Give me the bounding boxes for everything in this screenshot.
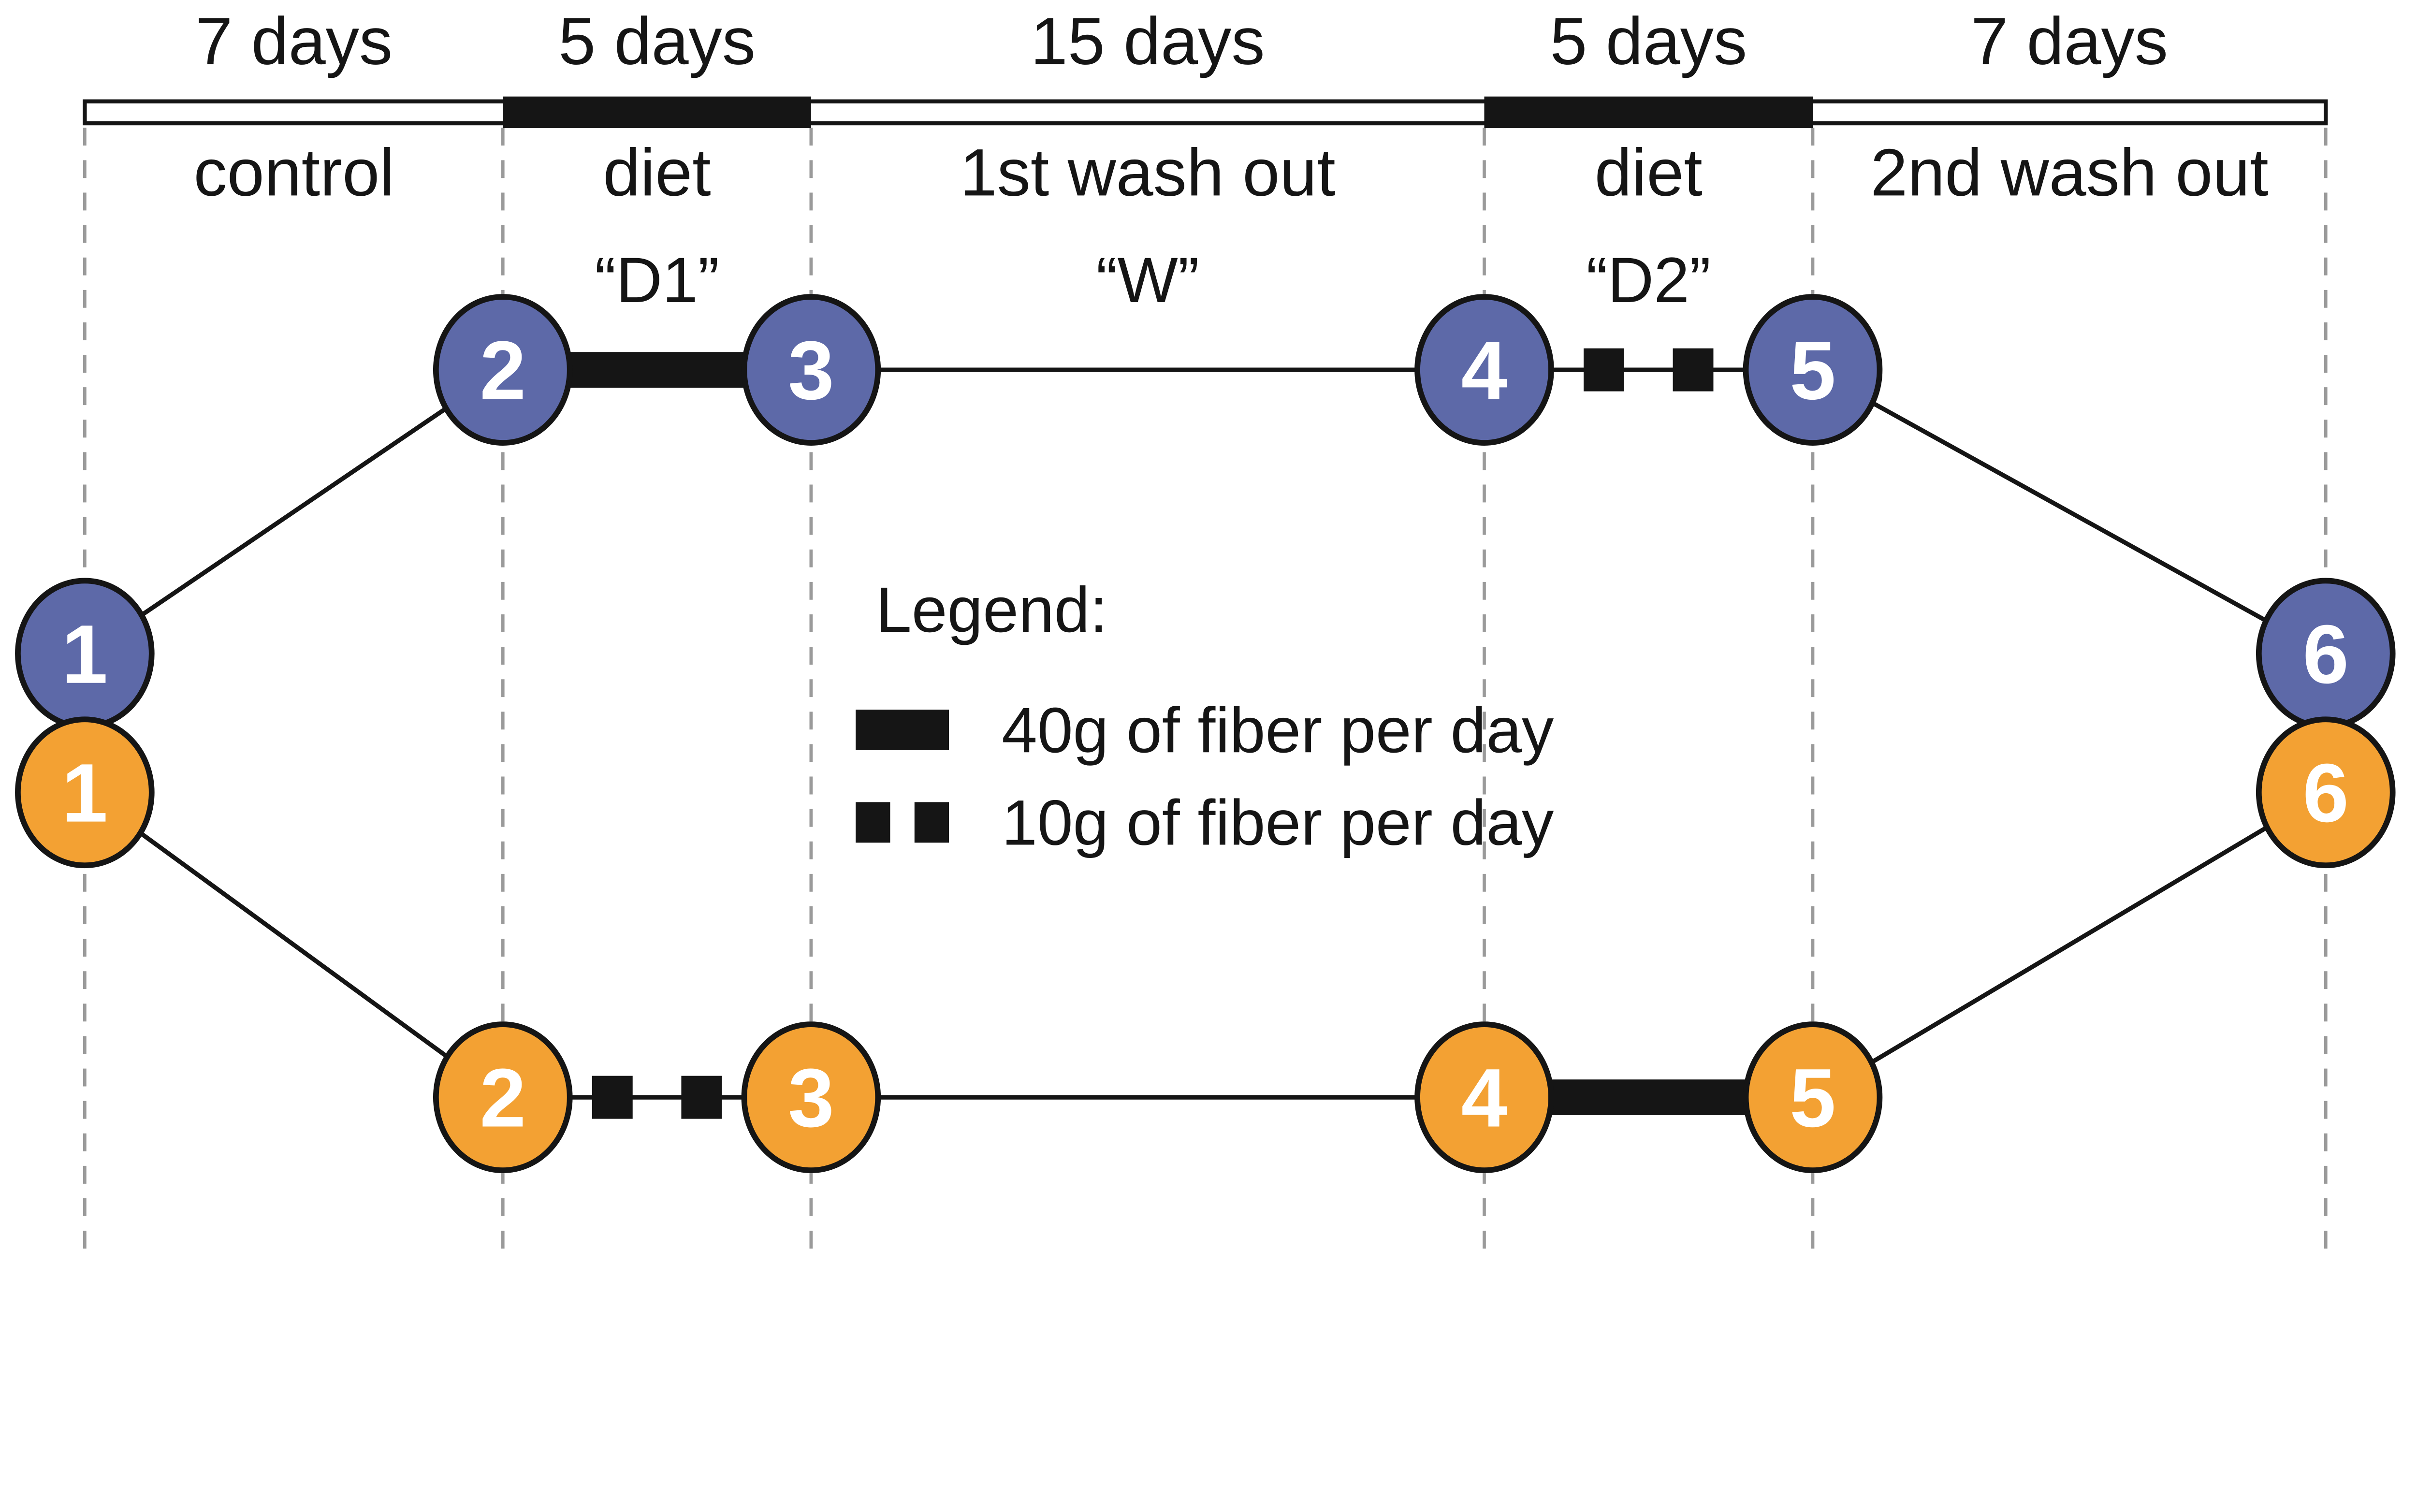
visit-number-orange-2: 2 [480,1052,526,1145]
visit-node-blue-5: 5 [1743,294,1883,446]
timeline-diet2-segment [1484,96,1813,129]
duration-label-washout1: 15 days [1031,4,1265,79]
legend-item-10g: 10g of fiber per day [856,787,1554,858]
visit-circle-orange-5 [1743,1021,1883,1174]
duration-label-control: 7 days [195,4,393,79]
visit-circle-orange-1 [15,716,155,869]
blue-arm-line-5-6 [1811,368,2327,656]
period-code-labels: “D1” “W” “D2” [595,245,1711,316]
orange-arm-line-5-6 [1811,790,2327,1100]
guide-lines [83,128,2328,1249]
visit-number-blue-4: 4 [1461,324,1508,417]
visit-circle-orange-2 [433,1021,573,1174]
orange-arm-nodes: 1 2 3 4 5 6 [15,716,2396,1174]
timeline-bar [83,96,2328,129]
blue-arm-40g-bar [569,352,744,388]
visit-node-orange-1: 1 [15,716,155,869]
timeline-bar-outline [83,99,2328,126]
visit-number-blue-3: 3 [788,324,834,417]
orange-arm-line-1-2 [83,790,504,1099]
visit-circle-orange-3 [741,1021,881,1174]
visit-node-orange-3: 3 [741,1021,881,1174]
period-code-d1: “D1” [595,245,719,316]
duration-labels: 7 days 5 days 15 days 5 days 7 days [195,4,2168,79]
visit-number-blue-1: 1 [62,608,108,701]
visit-number-blue-6: 6 [2302,608,2349,701]
legend: Legend: 40g of fiber per day 10g of fibe… [856,574,1554,858]
visit-node-blue-4: 4 [1414,294,1554,446]
visit-node-orange-6: 6 [2256,716,2396,869]
visit-node-blue-2: 2 [433,294,573,446]
visit-number-orange-6: 6 [2302,747,2349,840]
connector-lines [83,367,2327,1100]
visit-number-orange-5: 5 [1790,1052,1836,1145]
period-code-w: “W” [1096,245,1199,316]
visit-node-blue-6: 6 [2256,578,2396,730]
visit-number-blue-2: 2 [480,324,526,417]
visit-node-orange-2: 2 [433,1021,573,1174]
blue-arm-10g-dash-2 [1673,348,1714,392]
visit-node-blue-1: 1 [15,578,155,730]
visit-number-orange-1: 1 [62,747,108,840]
duration-label-diet1: 5 days [558,4,756,79]
duration-label-diet2: 5 days [1550,4,1747,79]
phase-label-washout1: 1st wash out [960,135,1336,210]
visit-circle-orange-4 [1414,1021,1554,1174]
visit-circle-orange-6 [2256,716,2396,869]
blue-arm-line-1-2 [83,368,504,656]
orange-arm-10g-dash-2 [681,1076,722,1119]
duration-label-washout2: 7 days [1971,4,2168,79]
visit-number-blue-5: 5 [1790,324,1836,417]
legend-dash-swatch-1 [856,802,890,843]
legend-label-40g: 40g of fiber per day [1002,695,1554,766]
legend-solid-bar-swatch [856,710,949,751]
visit-circle-blue-4 [1414,294,1554,446]
visit-node-blue-3: 3 [741,294,881,446]
phase-label-control: control [194,135,394,210]
visit-number-orange-4: 4 [1461,1052,1508,1145]
visit-number-orange-3: 3 [788,1052,834,1145]
study-design-canvas: 7 days 5 days 15 days 5 days 7 days cont… [15,4,2396,1249]
phase-labels: control diet 1st wash out diet 2nd wash … [194,135,2269,210]
study-design-figure: 7 days 5 days 15 days 5 days 7 days cont… [15,4,2396,1249]
phase-label-washout2: 2nd wash out [1870,135,2268,210]
phase-label-diet2: diet [1595,135,1703,210]
timeline-diet1-segment [503,96,811,129]
blue-arm-nodes: 1 2 3 4 5 6 [15,294,2396,730]
orange-arm-10g-dash-1 [592,1076,633,1119]
legend-title: Legend: [876,574,1107,646]
period-code-d2: “D2” [1586,245,1711,316]
legend-item-40g: 40g of fiber per day [856,695,1554,766]
visit-node-orange-4: 4 [1414,1021,1554,1174]
visit-circle-blue-5 [1743,294,1883,446]
blue-arm-10g-dash-1 [1584,348,1624,392]
orange-arm-40g-bar [1551,1079,1746,1116]
visit-node-orange-5: 5 [1743,1021,1883,1174]
dose-markers [569,348,1746,1119]
legend-label-10g: 10g of fiber per day [1002,787,1554,858]
legend-dash-swatch-2 [914,802,949,843]
phase-label-diet1: diet [603,135,711,210]
visit-circle-blue-3 [741,294,881,446]
visit-circle-blue-2 [433,294,573,446]
